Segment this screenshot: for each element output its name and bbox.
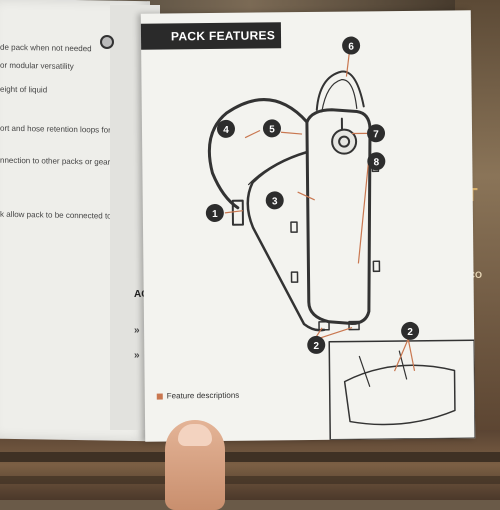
page-text: ort and hose retention loops for (0, 124, 111, 135)
callout-5: 5 (269, 124, 275, 135)
pack-diagram: 1 2 3 4 5 6 7 8 2 (141, 10, 475, 441)
callout-2-inset: 2 (407, 327, 413, 338)
bullet: » (134, 325, 140, 336)
page-text: eight of liquid (0, 85, 47, 95)
page-text: de pack when not needed (0, 43, 92, 54)
page-text: nnection to other packs or gear (0, 156, 110, 167)
legend: Feature descriptions (157, 391, 240, 401)
page-text: or modular versatility (0, 61, 74, 71)
bullet: » (134, 350, 140, 361)
pack-features-page: PACK FEATURES (141, 10, 475, 441)
callout-6: 6 (348, 42, 354, 53)
page-text: k allow pack to be connected to (0, 210, 112, 221)
callout-1: 1 (212, 209, 218, 220)
callout-8: 8 (374, 157, 380, 168)
legend-swatch (157, 393, 163, 399)
callout-2: 2 (313, 341, 319, 352)
callout-4: 4 (223, 125, 229, 136)
callout-7: 7 (373, 129, 379, 140)
thumbnail (178, 424, 212, 446)
callout-3: 3 (272, 196, 278, 207)
legend-label: Feature descriptions (167, 391, 240, 401)
bag-strap (0, 476, 500, 484)
bag-strap (0, 452, 500, 462)
binder-ring (100, 35, 114, 49)
